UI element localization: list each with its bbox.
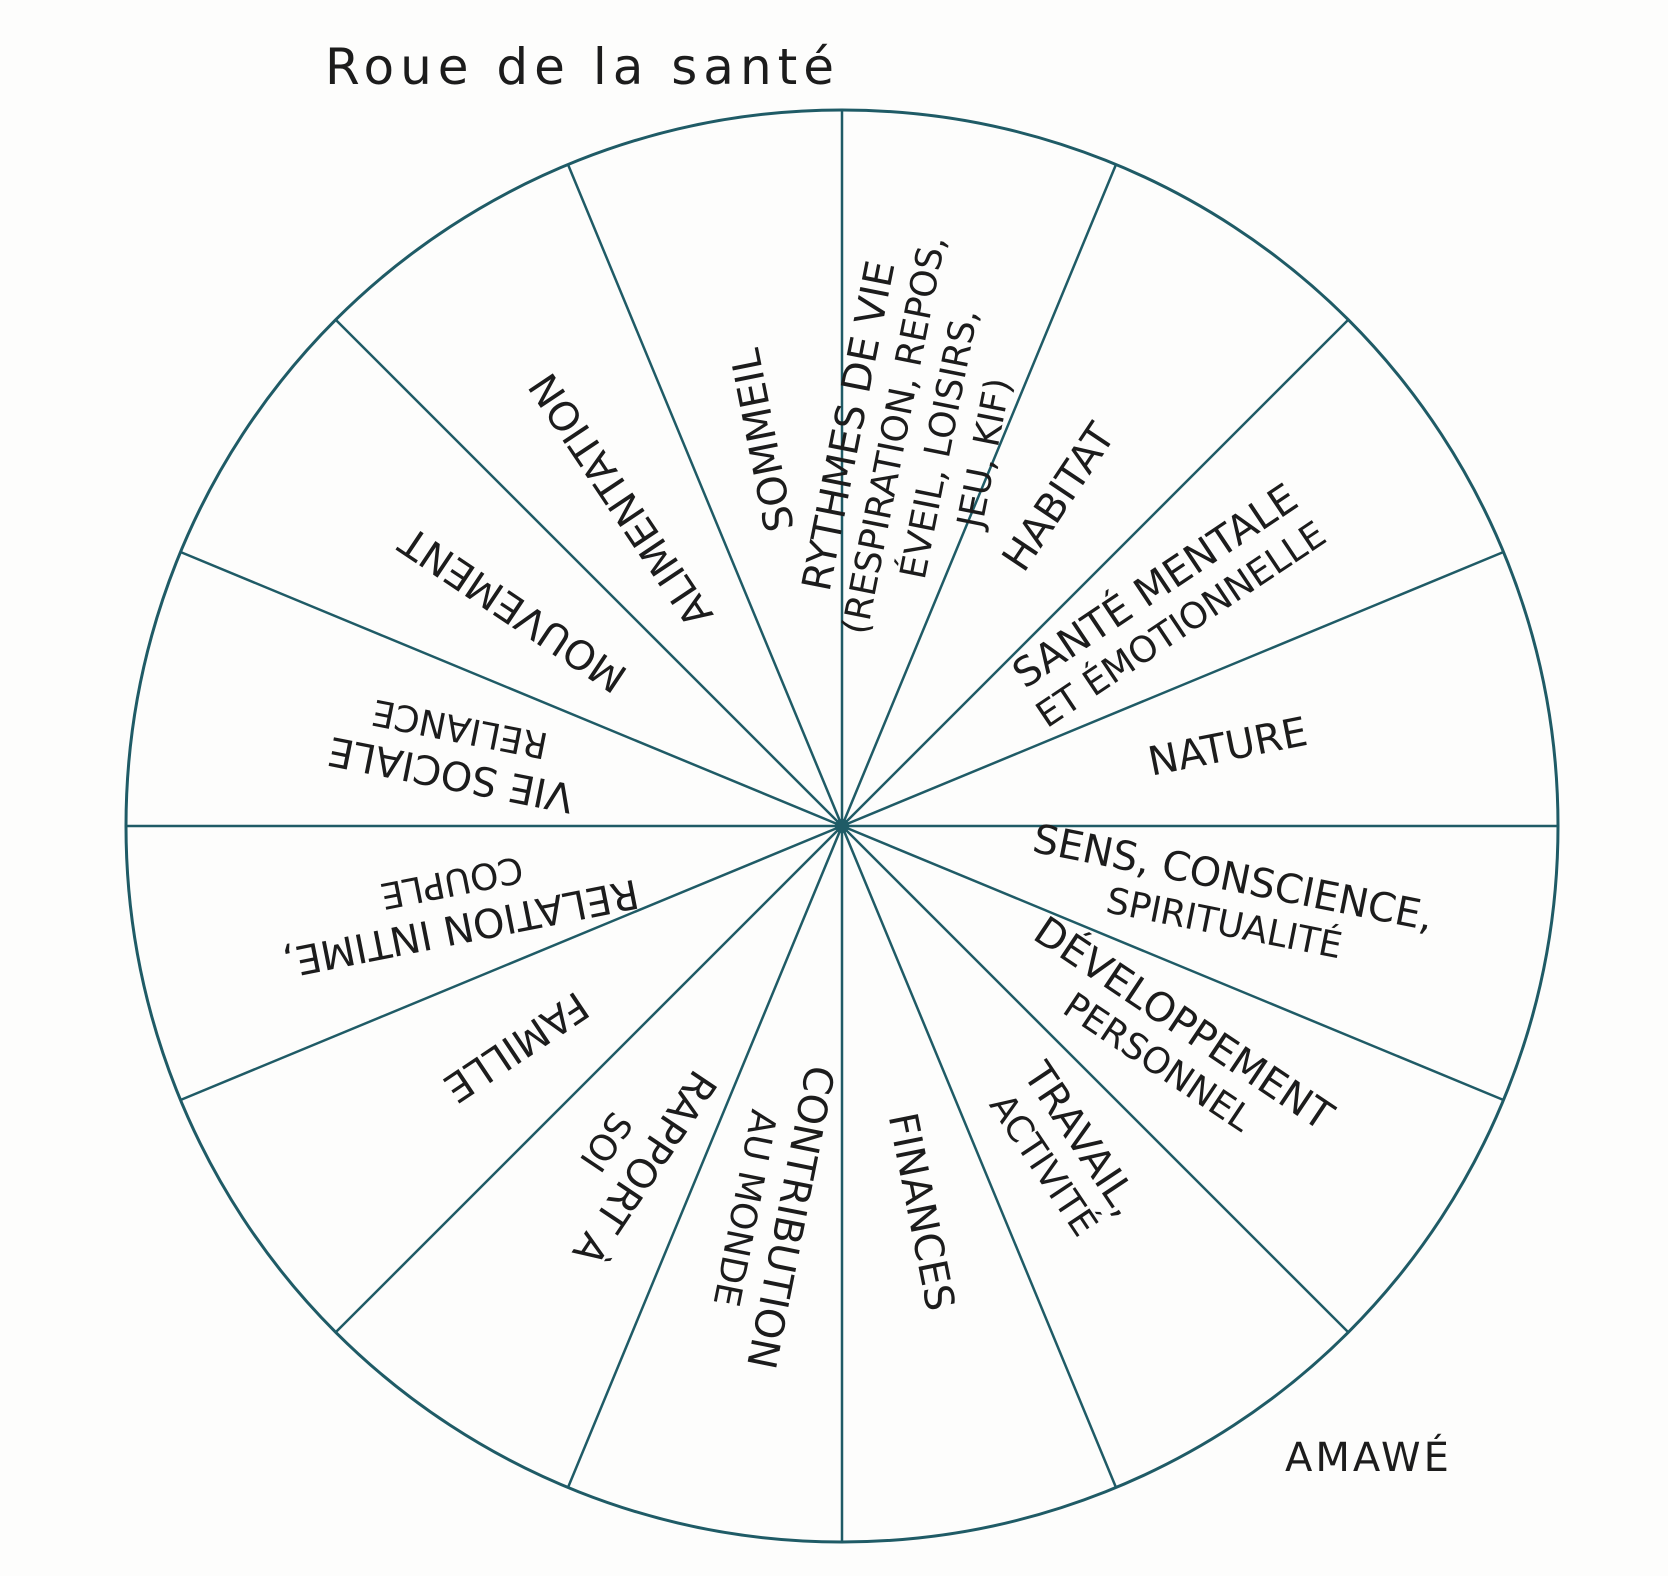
segment-label-line: NATURE bbox=[1144, 709, 1311, 786]
segment-label: RELATION INTIME,COUPLE bbox=[279, 848, 642, 986]
segment-label-line: SOMMEIL bbox=[722, 344, 803, 535]
segment-label: FINANCES bbox=[879, 1109, 963, 1315]
segment-label: NATURE bbox=[1144, 709, 1311, 786]
wheel-spoke bbox=[840, 164, 1118, 827]
page-title: Roue de la santé bbox=[325, 38, 840, 96]
segment-label-line: FINANCES bbox=[879, 1109, 963, 1315]
segment-label: FAMILLE bbox=[435, 982, 596, 1111]
segment-label-line: HABITAT bbox=[994, 415, 1125, 580]
wheel-spoke bbox=[841, 318, 1350, 827]
segment-label: HABITAT bbox=[994, 415, 1125, 580]
segment-label-line: RAPPORT À bbox=[563, 1062, 727, 1274]
wheel-spoke bbox=[566, 164, 844, 827]
wheel-spoke bbox=[841, 824, 1504, 1102]
wheel-spoke bbox=[334, 318, 843, 827]
signature: AMAWÉ bbox=[1285, 1435, 1452, 1481]
wheel-spoke bbox=[334, 825, 843, 1334]
segment-label-line: MOUVEMENT bbox=[391, 517, 635, 701]
segment-label-line: ALIMENTATION bbox=[521, 365, 723, 635]
segment-label-line: FAMILLE bbox=[435, 982, 596, 1111]
wheel-spoke bbox=[840, 825, 1118, 1488]
wheel-spoke bbox=[841, 550, 1504, 828]
wheel-spokes bbox=[126, 110, 1558, 1542]
segment-label: MOUVEMENT bbox=[391, 517, 635, 701]
segment-label: TRAVAIL,ACTIVITÉ bbox=[981, 1053, 1149, 1244]
wheel-spoke bbox=[841, 825, 1350, 1334]
segment-label: ALIMENTATION bbox=[521, 365, 723, 635]
segment-label: SOMMEIL bbox=[722, 344, 803, 535]
wheel-hub bbox=[835, 819, 849, 833]
wheel-spoke bbox=[566, 825, 844, 1488]
wheel-spoke bbox=[180, 550, 843, 828]
segment-label: RYTHMES DE VIE(respiration, repos,éveil,… bbox=[794, 232, 1020, 637]
wheel-spoke bbox=[180, 824, 843, 1102]
